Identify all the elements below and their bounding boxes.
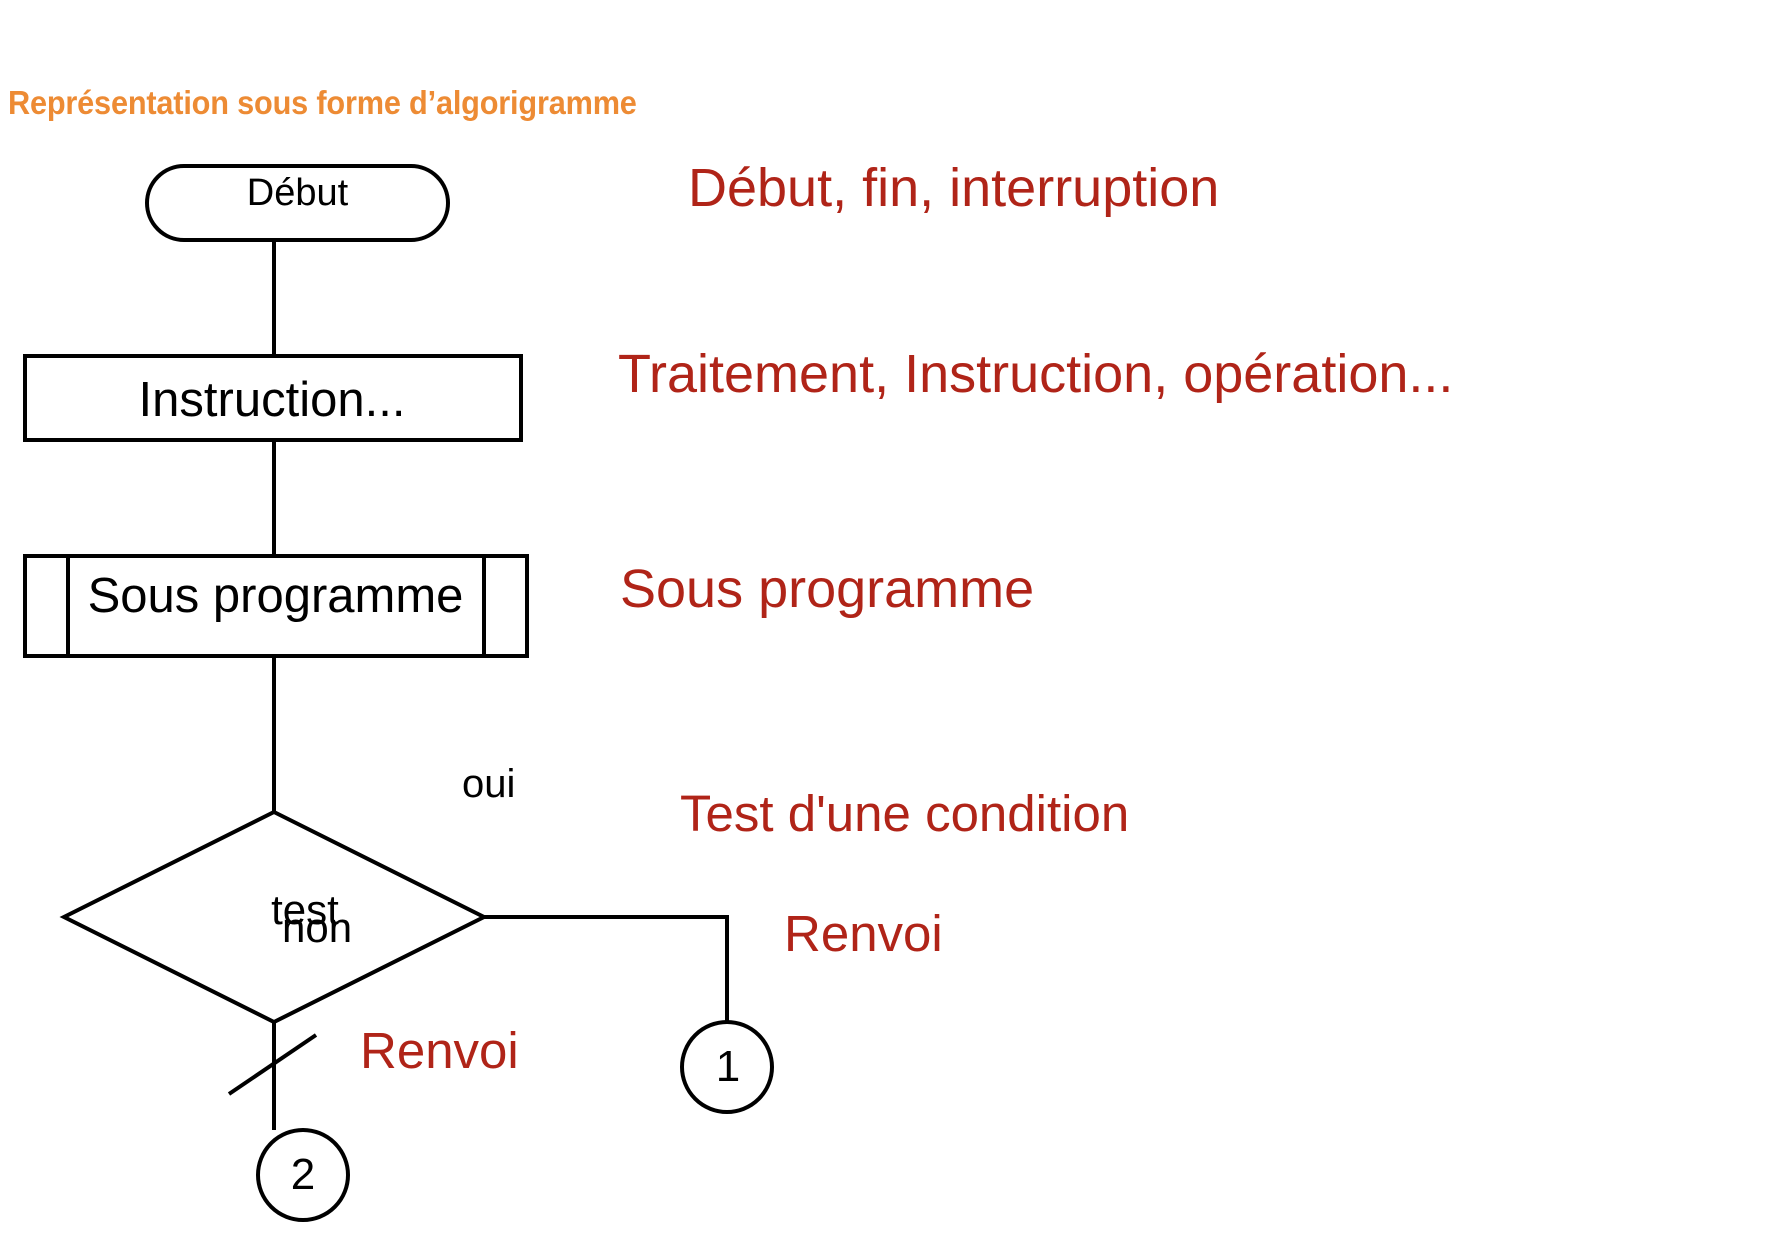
annotation-sousprog: Sous programme xyxy=(620,559,1035,619)
edge-label-non: non xyxy=(282,904,353,951)
node-test-label: test xyxy=(271,886,339,933)
annotation-test: Test d'une condition xyxy=(680,785,1130,842)
annotation-instruction: Traitement, Instruction, opération... xyxy=(618,344,1454,404)
page-title-prefix: Représentation sous forme d’ xyxy=(8,84,436,121)
page-title-underlined-text: algorigramme xyxy=(435,84,637,121)
node-debut-shape xyxy=(145,164,450,242)
node-connector2-label: 2 xyxy=(290,1150,316,1199)
edge-non-tick-mark xyxy=(227,1033,318,1096)
node-connector1-label: 1 xyxy=(715,1042,741,1091)
node-sousprog-label: Sous programme xyxy=(87,569,464,623)
page-title: Représentation sous forme d’algorigramme xyxy=(8,84,637,122)
edge-label-oui: oui xyxy=(462,762,516,806)
node-connector2-shape xyxy=(256,1128,350,1222)
annotation-connector1: Renvoi xyxy=(784,905,943,962)
annotation-connector2: Renvoi xyxy=(360,1022,519,1079)
node-debut-label: Début xyxy=(246,172,349,214)
annotation-debut: Début, fin, interruption xyxy=(688,158,1220,218)
node-connector1-shape xyxy=(680,1020,774,1114)
page-title-underlined-word: algorigramme xyxy=(436,84,637,122)
edge-test-oui xyxy=(484,915,729,1022)
node-instruction-label: Instruction... xyxy=(138,373,406,427)
